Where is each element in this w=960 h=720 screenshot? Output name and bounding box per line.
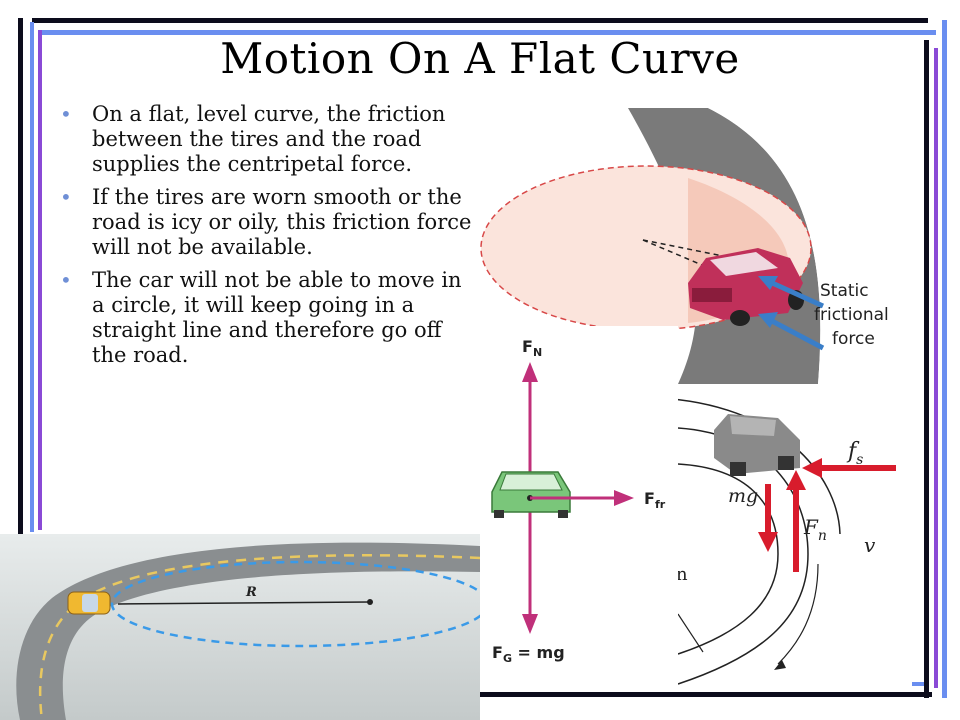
mg-arrow	[758, 484, 778, 552]
radius-label: R	[245, 585, 257, 600]
frame-right-purple	[934, 48, 938, 688]
velocity-arrowhead	[774, 660, 786, 670]
gravity-force-arrow	[522, 498, 538, 634]
radius-pointer	[677, 613, 704, 653]
friction-force-arrow	[530, 490, 634, 506]
frame-bottom-dark	[480, 692, 932, 697]
pink-car-icon	[688, 248, 804, 326]
frictional-label: frictional	[814, 305, 889, 325]
road-outside	[708, 108, 896, 384]
bullet-item: • If the tires are worn smooth or the roa…	[58, 185, 478, 260]
forces-illustration: fs mg Fn v n	[657, 397, 896, 685]
fs-label: fs	[846, 439, 863, 468]
curve-illustration: Static frictional force	[480, 108, 896, 384]
v-label: v	[864, 533, 876, 557]
road-surface	[16, 542, 480, 720]
bullet-dot-icon: •	[60, 185, 72, 209]
fs-arrow	[802, 458, 896, 478]
path-arc	[677, 463, 779, 655]
bullet-text: The car will not be able to move in a ci…	[92, 268, 462, 367]
static-label: Static	[820, 281, 869, 301]
circular-path	[110, 560, 480, 648]
friction-force-label: Ffr	[644, 489, 666, 511]
frame-top-blue	[42, 30, 936, 35]
frame-left-dark	[18, 18, 23, 548]
bullet-item: • On a flat, level curve, the friction be…	[58, 102, 478, 177]
slide-title: Motion On A Flat Curve	[220, 34, 740, 83]
frame-right-dark	[924, 40, 929, 698]
gray-car-icon	[714, 414, 800, 476]
frame-left-purple	[38, 30, 42, 530]
bullet-item: • The car will not be able to move in a c…	[58, 268, 478, 368]
friction-arrow	[758, 276, 825, 309]
normal-force-label: FN	[522, 337, 542, 359]
gravity-force-label: FG = mg	[492, 643, 565, 665]
frame-left-blue	[30, 22, 34, 532]
bullet-text: If the tires are worn smooth or the road…	[92, 185, 472, 259]
road-center-line	[38, 554, 480, 720]
bullet-dot-icon: •	[60, 102, 72, 126]
fbd-illustration: FN Ffr FG = mg	[491, 337, 666, 665]
fn-label: Fn	[803, 515, 827, 544]
velocity-arrow	[777, 563, 819, 665]
bullet-text: On a flat, level curve, the friction bet…	[92, 102, 446, 176]
frame-right-blue	[942, 20, 947, 698]
friction-arrow	[758, 312, 825, 351]
fn-arrow	[786, 470, 806, 572]
road-illustration: R	[0, 534, 480, 720]
force-label: force	[832, 329, 875, 349]
radius-line	[117, 601, 371, 605]
road-figure: R	[0, 534, 480, 720]
curve-figure: Static frictional force	[478, 108, 896, 384]
partial-letter: n	[676, 564, 688, 585]
radius-line	[642, 239, 734, 259]
frame-top-dark	[32, 18, 928, 23]
bullet-dot-icon: •	[60, 268, 72, 292]
bullet-list: • On a flat, level curve, the friction be…	[58, 102, 478, 376]
mg-label: mg	[728, 485, 758, 507]
green-car-icon	[491, 471, 571, 518]
yellow-car-icon	[67, 591, 111, 615]
free-body-diagram: FN Ffr FG = mg	[478, 326, 678, 688]
center-point	[367, 599, 373, 605]
